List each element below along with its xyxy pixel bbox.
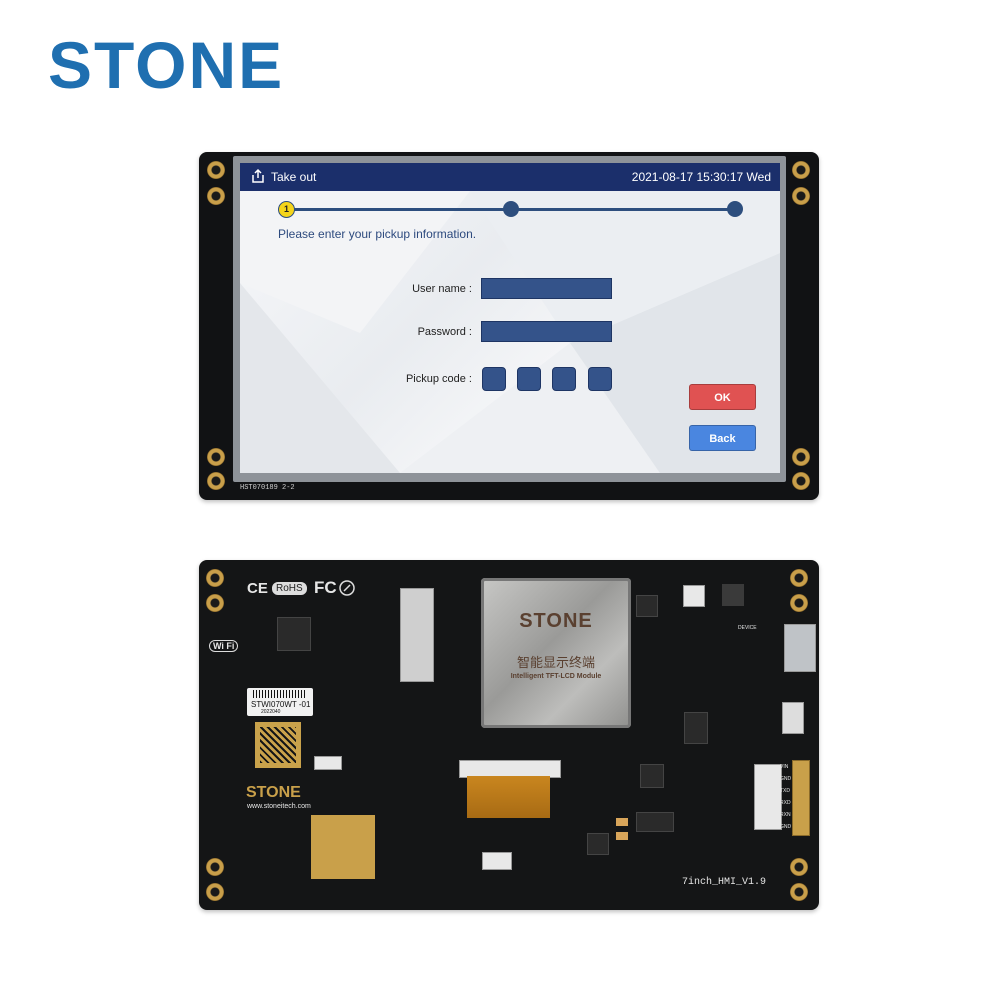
device-label: DEVICE [738,625,757,631]
chip-cn-label: 智能显示终端 [516,656,595,671]
small-connector [482,852,512,870]
board-brand: STONE [246,784,301,801]
pin-label: TXD [780,788,790,794]
mount-hole [207,187,225,205]
fcc-mark: FC [314,578,337,597]
rohs-mark: RoHS [272,582,307,595]
qr-code [255,722,301,768]
mount-hole [207,472,225,490]
mount-hole [790,569,808,587]
flex-cable [467,776,550,818]
mount-hole [206,883,224,901]
step-2-indicator [503,201,519,217]
mount-hole [206,594,224,612]
gold-pad [311,815,375,879]
mount-hole [790,594,808,612]
mount-hole [206,858,224,876]
led [616,832,628,840]
inductor [722,584,744,606]
mount-hole [790,858,808,876]
mount-hole [207,448,225,466]
ic-chip [587,833,609,855]
touch-screen: Take out 2021-08-17 15:30:17 Wed 1 Pleas… [240,163,780,473]
pin-label: RXN [780,812,791,818]
board-version: 7inch_HMI_V1.9 [682,877,767,888]
ic-chip [684,712,708,744]
battery-holder [400,588,434,682]
title-bar: Take out 2021-08-17 15:30:17 Wed [240,163,780,191]
instruction-text: Please enter your pickup information. [278,227,477,241]
screen-title: Take out [271,170,317,184]
pickup-code-digit-1[interactable] [482,367,506,391]
mount-hole [792,187,810,205]
pin-label: VIN [780,764,789,770]
step-1-indicator: 1 [278,201,295,218]
serial-sticker: STWI070WT -01 2022040 [247,688,313,716]
ok-button[interactable]: OK [689,384,756,410]
small-connector [314,756,342,770]
ic-chip [636,812,674,832]
password-field[interactable] [481,321,612,342]
screen-background-pattern [240,191,780,473]
pin-label: RXD [780,800,791,806]
usb-port[interactable] [784,624,816,672]
mount-hole [207,161,225,179]
back-button[interactable]: Back [689,425,756,451]
wifi-badge: Wi Fi [209,640,239,652]
board-website: www.stoneitech.com [247,803,311,810]
ic-chip [636,595,658,617]
mount-hole [206,569,224,587]
pin-header[interactable] [792,760,810,836]
username-label: User name : [412,283,472,295]
password-label: Password : [417,326,472,338]
barcode [253,690,307,698]
datetime-display: 2021-08-17 15:30:17 Wed [631,170,771,184]
connector [782,702,804,734]
led [616,818,628,826]
pickup-code-digit-2[interactable] [517,367,541,391]
front-silkscreen: HST070189 2-2 [240,484,295,492]
mount-hole [792,161,810,179]
mount-hole [792,472,810,490]
share-out-icon[interactable] [250,168,266,184]
pickup-code-digit-4[interactable] [588,367,612,391]
mount-hole [792,448,810,466]
pickup-code-digit-3[interactable] [552,367,576,391]
serial-number: STWI070WT -01 [251,700,311,709]
pickup-code-label: Pickup code : [405,373,472,385]
uart-connector[interactable] [754,764,782,830]
main-processor-chip: STONE 智能显示终端 Intelligent TFT-LCD Module [481,578,631,728]
pin-label: GND [780,776,792,782]
username-field[interactable] [481,278,612,299]
serial-date: 2022040 [261,709,281,715]
ce-mark: CE [247,580,268,597]
small-connector [683,585,705,607]
recycle-icon [339,580,355,596]
brand-logo: STONE [48,28,285,102]
ic-chip [640,764,664,788]
ic-chip [277,617,311,651]
chip-en-label: Intelligent TFT-LCD Module [510,673,602,680]
step-3-indicator [727,201,743,217]
chip-brand: STONE [519,610,593,632]
mount-hole [790,883,808,901]
pin-label: GND [780,824,792,830]
